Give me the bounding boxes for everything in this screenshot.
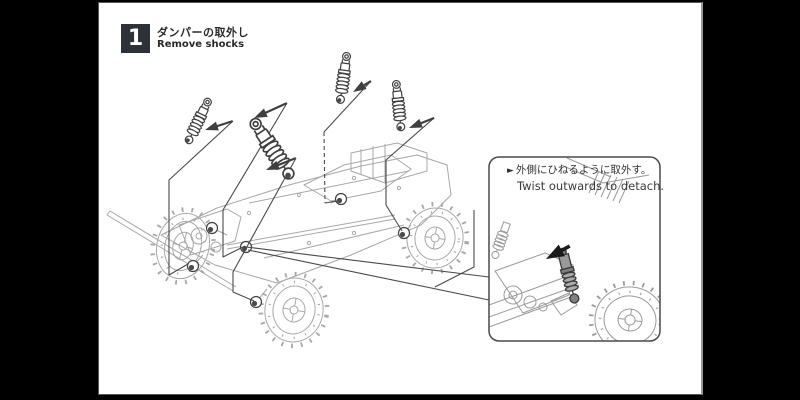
removal-arrow-2 bbox=[254, 102, 288, 118]
instruction-illustration bbox=[106, 51, 661, 349]
chassis-line-art bbox=[106, 142, 470, 349]
step-titles: ダンパーの取外し Remove shocks bbox=[157, 24, 249, 51]
shock-absorber-2 bbox=[244, 114, 300, 184]
step-number-badge: 1 bbox=[121, 24, 150, 53]
step-title-japanese: ダンパーの取外し bbox=[157, 26, 249, 39]
leader-panel-3 bbox=[232, 157, 297, 302]
leader-panels bbox=[168, 80, 475, 302]
chassis-body bbox=[106, 142, 452, 303]
callout-note-english: Twist outwards to detach. bbox=[517, 179, 665, 193]
removal-arrow-3 bbox=[266, 157, 297, 170]
removal-arrow-5 bbox=[409, 116, 435, 128]
leader-panel-4b bbox=[323, 131, 326, 204]
ball-mount-4 bbox=[249, 295, 263, 309]
ball-mount-6 bbox=[397, 226, 411, 240]
step-header: 1 ダンパーの取外し Remove shocks bbox=[121, 24, 249, 53]
leader-panel-2 bbox=[222, 102, 288, 258]
wheel-rear-left bbox=[150, 207, 216, 285]
leader-panel-5 bbox=[385, 117, 435, 232]
leader-panel-5-edge bbox=[434, 210, 475, 288]
removal-arrow-1 bbox=[205, 120, 233, 131]
removal-arrow-4 bbox=[353, 80, 372, 92]
step-title-english: Remove shocks bbox=[157, 39, 245, 50]
callout-box-border bbox=[488, 156, 661, 342]
wheel-front-left bbox=[258, 271, 330, 349]
shock-absorber-4 bbox=[389, 79, 408, 132]
leader-panel-4c bbox=[324, 200, 338, 204]
arrow-bullet-icon: ► bbox=[507, 166, 514, 176]
inset-twist-arrow bbox=[546, 244, 571, 259]
inset-left-shock bbox=[491, 221, 511, 259]
front-bumper-pipe bbox=[106, 210, 237, 292]
leader-panel-1 bbox=[168, 120, 234, 276]
removal-arrows bbox=[205, 80, 435, 170]
ball-mounts bbox=[186, 192, 411, 309]
magnifier-wedge bbox=[245, 246, 490, 301]
callout-note: ►外側にひねるように取外す。 Twist outwards to detach. bbox=[507, 163, 665, 194]
manual-page: 1 ダンパーの取外し Remove shocks bbox=[98, 2, 703, 395]
ball-mount-1 bbox=[205, 221, 219, 235]
shock-absorber-3 bbox=[333, 51, 354, 105]
callout-box bbox=[489, 157, 660, 341]
step-number: 1 bbox=[127, 26, 144, 51]
ball-mount-2 bbox=[186, 259, 200, 273]
callout-note-japanese: ►外側にひねるように取外す。 bbox=[507, 164, 652, 176]
ball-mount-5 bbox=[334, 192, 348, 206]
shock-absorber-1 bbox=[181, 95, 216, 147]
